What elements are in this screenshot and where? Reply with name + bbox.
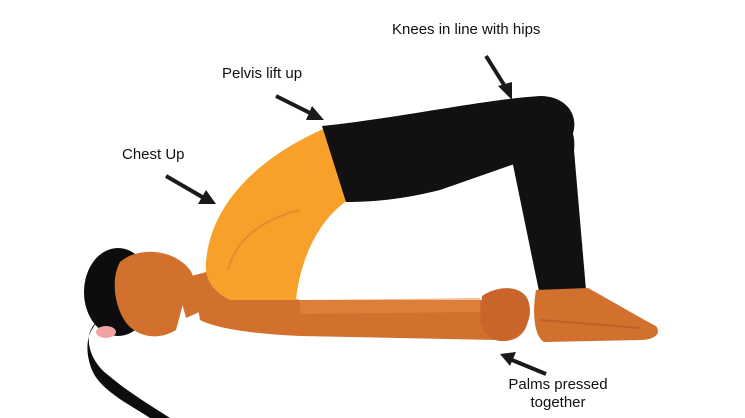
- arrow-palms-icon: [500, 352, 547, 376]
- head: [114, 251, 194, 337]
- leggings-shin: [512, 106, 586, 297]
- hands: [480, 288, 530, 342]
- annotation-palms: Palms pressed together: [508, 376, 608, 411]
- arrow-chest-icon: [164, 174, 216, 204]
- annotation-knees: Knees in line with hips: [392, 21, 541, 38]
- annotation-chest: Chest Up: [122, 146, 185, 163]
- arrow-pelvis-icon: [275, 94, 324, 120]
- arrow-knees-icon: [484, 54, 512, 100]
- hair-tie: [96, 326, 116, 338]
- torso-top: [205, 126, 348, 300]
- annotation-pelvis: Pelvis lift up: [222, 65, 303, 82]
- leggings-thigh: [322, 96, 575, 202]
- feet: [534, 288, 659, 342]
